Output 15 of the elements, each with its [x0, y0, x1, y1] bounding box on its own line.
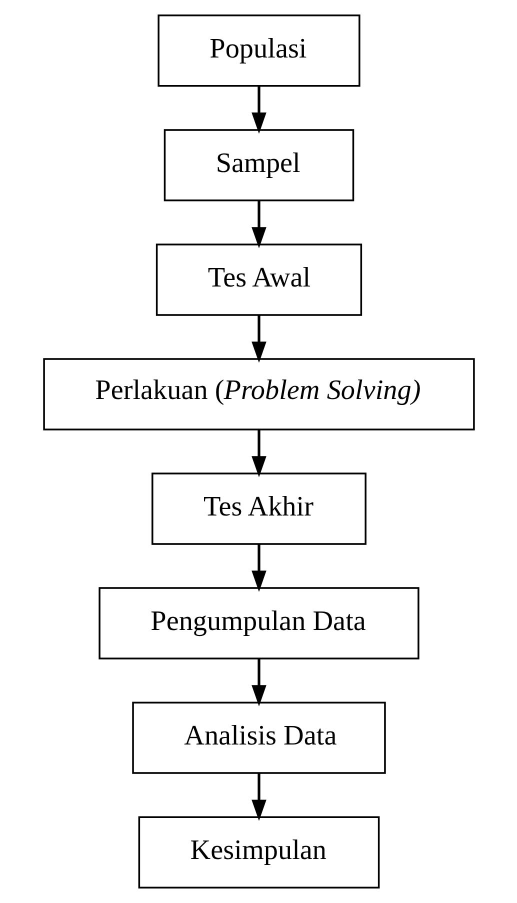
node-box: Tes Awal: [155, 244, 362, 316]
node-box: Populasi: [157, 14, 360, 87]
arrow: [251, 658, 266, 706]
arrow: [251, 544, 266, 592]
arrow: [251, 315, 266, 363]
arrow: [251, 200, 266, 248]
node-box: Sampel: [163, 129, 354, 202]
arrow: [251, 773, 266, 821]
arrow: [251, 430, 266, 478]
node-box: Pengumpulan Data: [98, 587, 419, 660]
arrow: [251, 86, 266, 134]
node-box: Tes Akhir: [151, 472, 366, 545]
node-box: Kesimpulan: [138, 816, 380, 888]
node-box: Perlakuan (Problem Solving): [42, 358, 474, 430]
node-box: Analisis Data: [132, 702, 386, 774]
